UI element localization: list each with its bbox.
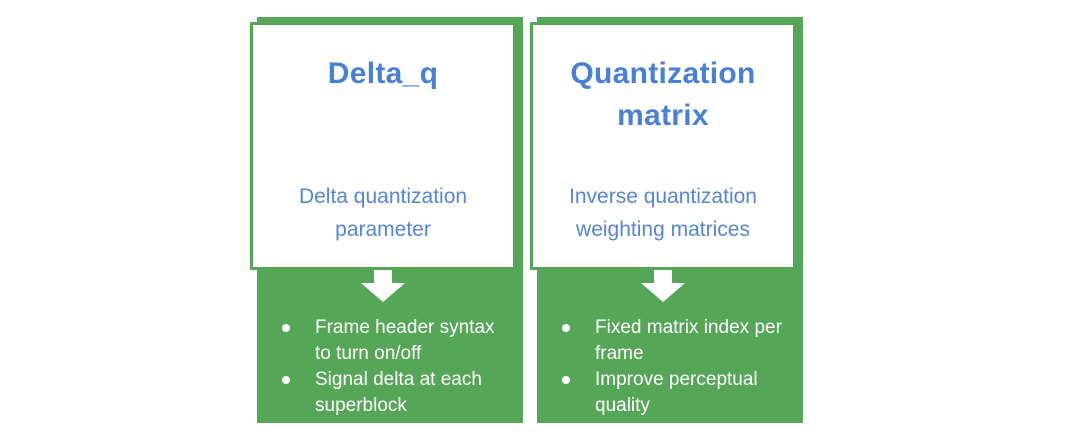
bullet-dot-icon bbox=[562, 376, 570, 384]
down-arrow-icon bbox=[361, 270, 405, 302]
bullet-dot-icon bbox=[282, 376, 290, 384]
bullet-dot-icon bbox=[562, 324, 570, 332]
bullet-text: Signal delta at each superblock bbox=[315, 369, 482, 416]
card-delta-q-box: Delta_q Delta quantization parameter bbox=[250, 22, 516, 270]
card-quantization-matrix: Quantization matrix Inverse quantization… bbox=[530, 17, 803, 423]
card-delta-q: Delta_q Delta quantization parameter Fra… bbox=[250, 17, 523, 423]
bullet-item: Signal delta at each superblock bbox=[257, 367, 516, 419]
card-delta-q-title: Delta_q bbox=[327, 57, 439, 90]
bullet-item: Fixed matrix index per frame bbox=[537, 315, 796, 367]
card-quantization-matrix-box: Quantization matrix Inverse quantization… bbox=[530, 22, 796, 270]
bullet-text: Improve perceptual quality bbox=[595, 369, 758, 416]
card-quantization-matrix-bullet-list: Fixed matrix index per frame Improve per… bbox=[537, 315, 796, 419]
bullet-item: Frame header syntax to turn on/off bbox=[257, 315, 516, 367]
bullet-item: Improve perceptual quality bbox=[537, 367, 796, 419]
card-quantization-matrix-subtitle: Inverse quantization weighting matrices bbox=[569, 185, 757, 241]
card-quantization-matrix-title: Quantization matrix bbox=[570, 57, 756, 132]
down-arrow-icon bbox=[641, 270, 685, 302]
bullet-text: Frame header syntax to turn on/off bbox=[315, 317, 495, 364]
card-delta-q-bullet-list: Frame header syntax to turn on/off Signa… bbox=[257, 315, 516, 419]
card-delta-q-subtitle: Delta quantization parameter bbox=[298, 185, 468, 241]
bullet-text: Fixed matrix index per frame bbox=[595, 317, 782, 364]
bullet-dot-icon bbox=[282, 324, 290, 332]
